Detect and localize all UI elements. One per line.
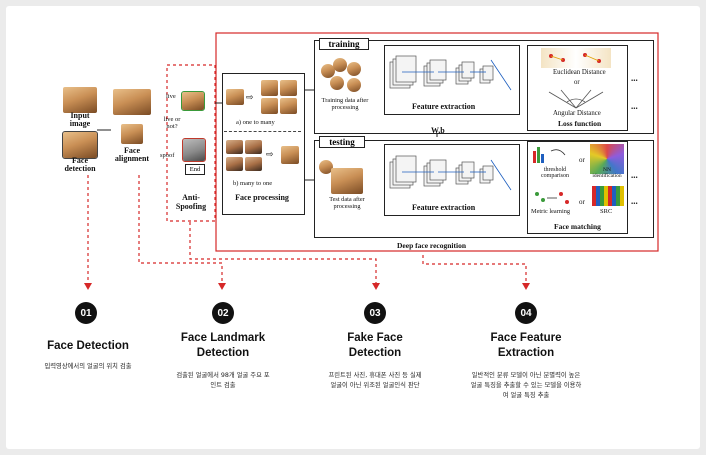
- processing-face-b4: [245, 157, 262, 171]
- connector-03: [189, 222, 377, 283]
- step-02-title: Face Landmark Detection: [180, 332, 266, 359]
- feature-extraction-testing-label: Feature extraction: [412, 203, 476, 212]
- or-label-match-1: or: [579, 156, 585, 164]
- step-03-title: Fake Face Detection: [347, 332, 403, 359]
- aligned-face-image: [121, 124, 143, 144]
- anti-spoofing-box: [166, 64, 216, 222]
- processing-divider: [224, 131, 301, 132]
- processing-face-a4: [280, 98, 297, 114]
- match-dots-2: ...: [631, 196, 638, 206]
- processing-target-face: [281, 146, 299, 164]
- processing-face-a2: [280, 80, 297, 96]
- threshold-label: threshold comparison: [541, 167, 569, 179]
- face-alignment-label: Face alignment: [114, 146, 150, 163]
- input-image-label: Input image: [69, 111, 91, 128]
- step-04-desc: 일반적인 분류 모델이 아닌 분별력이 높은 얼굴 특징을 추출할 수 있는 모…: [470, 372, 582, 399]
- processing-face-b2: [245, 140, 262, 154]
- euclidean-graphic: [541, 48, 611, 68]
- step-02-desc: 검출된 얼굴에서 98개 얼굴 주요 포인트 검출: [176, 372, 270, 389]
- many-to-one-label: b) many to one: [233, 180, 273, 187]
- face-matching-label: Face matching: [554, 222, 601, 231]
- testing-tab: testing: [319, 136, 365, 148]
- threshold-graphic: [533, 147, 566, 163]
- step-04-title: Face Feature Extraction: [490, 332, 562, 359]
- anti-spoofing-label: Anti-Spoofing: [175, 193, 207, 211]
- training-data-label: Training data after processing: [321, 97, 369, 111]
- cnn-layers-testing: [389, 155, 512, 191]
- step-04-badge: 04: [515, 302, 537, 324]
- step-03-desc: 프린트된 사진, 휴대폰 사진 등 실제 얼굴이 아닌 위조된 얼굴인식 판단: [328, 372, 422, 389]
- metric-graphic: [535, 192, 569, 204]
- step-02-badge: 02: [212, 302, 234, 324]
- step-01-desc: 입력영상에서의 얼굴의 위치 검출: [44, 363, 132, 370]
- face-processing-label: Face processing: [235, 193, 289, 202]
- processing-face-b3: [226, 157, 243, 171]
- training-face-2: [333, 58, 347, 72]
- live-or-not-label: live or not?: [163, 116, 181, 130]
- arrowhead-02: [218, 283, 226, 290]
- metric-learning-label: Metric learning: [531, 208, 570, 215]
- nn-label: NN identification: [592, 167, 622, 179]
- processing-face-a3: [261, 98, 278, 114]
- input-image: [63, 87, 97, 113]
- training-face-5: [347, 78, 361, 92]
- live-face-image: [181, 91, 205, 111]
- deep-face-recognition-label: Deep face recognition: [397, 241, 467, 250]
- arrowhead-04: [522, 283, 530, 290]
- live-label: live: [166, 93, 176, 100]
- processing-arrow-2: ⇨: [266, 149, 274, 159]
- wb-label: W,b: [431, 126, 445, 135]
- connector-02: [138, 175, 223, 283]
- step-03-badge: 03: [364, 302, 386, 324]
- training-face-3: [347, 62, 361, 76]
- arrowhead-01: [84, 283, 92, 290]
- test-data-label: Test data after processing: [329, 196, 365, 210]
- face-detection-label: Face detection: [64, 156, 96, 173]
- processing-face-a1: [261, 80, 278, 96]
- training-face-1: [321, 64, 335, 78]
- deep-face-box: [215, 32, 659, 252]
- angular-label: Angular Distance: [553, 110, 601, 117]
- angular-graphic: [548, 89, 604, 109]
- processing-arrow-1: ⇨: [246, 92, 254, 102]
- step-01-title: Face Detection: [47, 340, 129, 352]
- match-dots-1: ...: [631, 170, 638, 180]
- end-box: End: [185, 164, 205, 175]
- training-face-4: [330, 76, 344, 90]
- processing-source-face: [226, 89, 244, 105]
- test-face-1: [319, 160, 333, 174]
- spoof-label: spoof: [160, 152, 175, 159]
- loss-function-label: Loss function: [558, 119, 602, 128]
- or-label-loss: or: [574, 79, 580, 86]
- face-detection-image: [62, 131, 98, 159]
- loss-dots-1: ...: [631, 73, 638, 83]
- feature-extraction-training-label: Feature extraction: [412, 102, 476, 111]
- alignment-input-image: [113, 89, 151, 115]
- training-tab: training: [319, 38, 369, 50]
- nn-graphic: [590, 144, 624, 174]
- src-label: SRC: [600, 208, 613, 215]
- cnn-layers-training: [389, 55, 512, 91]
- arrowhead-03: [372, 283, 380, 290]
- test-face-2: [331, 168, 363, 194]
- one-to-many-label: a) one to many: [236, 119, 275, 126]
- euclidean-points: [549, 53, 601, 63]
- loss-dots-2: ...: [631, 101, 638, 111]
- or-label-match-2: or: [579, 198, 585, 206]
- connector-04: [422, 255, 527, 283]
- step-01-badge: 01: [75, 302, 97, 324]
- spoof-face-image: [182, 138, 206, 162]
- euclidean-label: Euclidean Distance: [553, 69, 606, 76]
- src-graphic: [592, 186, 624, 206]
- processing-face-b1: [226, 140, 243, 154]
